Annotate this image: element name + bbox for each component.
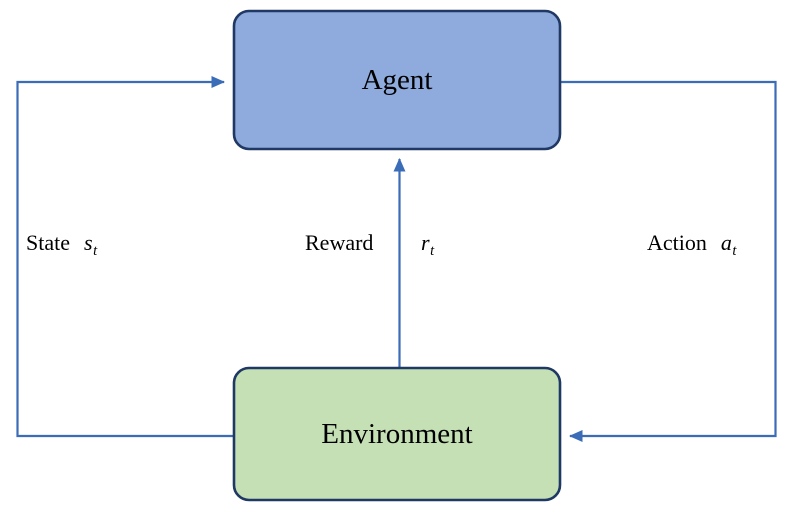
edge-action-label: Action at	[647, 230, 737, 259]
edge-action-symbol: at	[720, 230, 737, 259]
edge-state-symbol: st	[84, 230, 98, 259]
edge-action-subscript: t	[732, 242, 737, 259]
edge-reward-symbol: rt	[421, 230, 435, 259]
edge-state-subscript: t	[93, 242, 98, 259]
node-agent-box[interactable]	[232, 9, 562, 151]
edge-state-arrow	[16, 75, 233, 438]
edge-state-word: State	[26, 230, 70, 255]
edge-reward-subscript: t	[430, 242, 435, 259]
edge-reward-label: Reward	[305, 232, 373, 254]
edge-reward-word: Reward	[305, 230, 374, 255]
edge-action-word: Action	[647, 230, 707, 255]
edge-action-arrow	[561, 80, 777, 443]
node-environment-box[interactable]	[232, 366, 562, 502]
edge-reward-symbol-group: rt	[419, 230, 435, 259]
